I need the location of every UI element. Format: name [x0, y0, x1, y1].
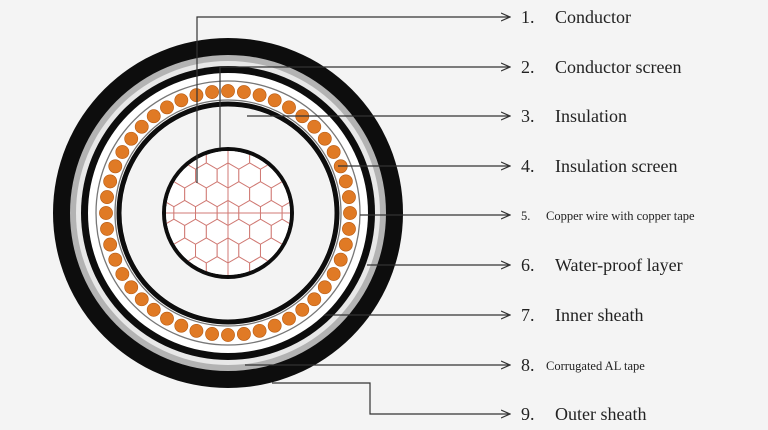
copper-wire	[99, 206, 113, 220]
leader-line-1	[196, 17, 510, 183]
copper-wire	[267, 93, 282, 108]
copper-wire	[160, 311, 174, 326]
copper-wire	[252, 323, 267, 338]
label-number-5: 5.	[521, 209, 530, 223]
label-number-6: 6.	[521, 255, 535, 275]
copper-wire	[343, 206, 357, 220]
copper-wire	[205, 327, 219, 341]
insulation-screen-ring	[116, 101, 340, 325]
copper-wire	[100, 190, 114, 204]
copper-wire	[326, 267, 341, 281]
conductor-strand	[205, 256, 229, 275]
copper-wire	[338, 237, 353, 252]
copper-wire	[221, 84, 235, 98]
leader-lines	[196, 17, 510, 414]
label-corrugated-al-tape: Corrugated AL tape	[546, 359, 645, 373]
conductor-strand	[227, 256, 251, 275]
cable-cross-section	[53, 38, 403, 388]
copper-wire	[103, 174, 118, 189]
copper-tape-outer-line	[95, 80, 361, 346]
copper-wire	[146, 302, 161, 317]
copper-wire	[134, 292, 149, 307]
copper-wire	[333, 252, 348, 267]
copper-wire	[326, 145, 341, 159]
copper-wire-layer	[99, 84, 357, 342]
copper-wire	[307, 292, 322, 307]
copper-wire	[237, 85, 251, 99]
copper-wire	[174, 93, 189, 108]
label-outer-sheath: Outer sheath	[555, 404, 646, 424]
label-number-7: 7.	[521, 305, 535, 325]
copper-wire	[338, 174, 353, 189]
copper-wire	[282, 100, 296, 115]
copper-wire	[108, 252, 123, 267]
copper-wire	[317, 280, 332, 295]
label-number-2: 2.	[521, 57, 535, 77]
leader-line-9	[272, 382, 510, 414]
copper-wire	[134, 119, 149, 134]
copper-wire	[237, 327, 251, 341]
copper-wire	[115, 267, 130, 281]
label-conductor-screen: Conductor screen	[555, 57, 681, 77]
label-inner-sheath: Inner sheath	[555, 305, 643, 325]
copper-wire	[124, 280, 139, 295]
copper-wire	[160, 100, 174, 115]
copper-wire	[282, 311, 296, 326]
copper-wire	[189, 323, 204, 338]
label-insulation-screen: Insulation screen	[555, 156, 677, 176]
copper-wire	[174, 318, 189, 333]
label-conductor: Conductor	[555, 7, 631, 27]
copper-wire	[317, 131, 332, 146]
label-number-9: 9.	[521, 404, 535, 424]
copper-tape-inner-line	[114, 99, 342, 327]
leader-line-2	[219, 67, 510, 148]
copper-wire	[100, 222, 114, 236]
label-number-4: 4.	[521, 156, 535, 176]
copper-wire	[267, 318, 282, 333]
copper-wire	[221, 328, 235, 342]
label-number-1: 1.	[521, 7, 535, 27]
label-copper-wire-with-copper-tape: Copper wire with copper tape	[546, 209, 695, 223]
copper-wire	[103, 237, 118, 252]
copper-wire	[252, 88, 267, 103]
label-water-proof-layer: Water-proof layer	[555, 255, 683, 275]
copper-wire	[124, 131, 139, 146]
label-number-8: 8.	[521, 355, 535, 375]
copper-wire	[342, 190, 356, 204]
copper-wire	[205, 85, 219, 99]
copper-wire	[307, 119, 322, 134]
copper-wire	[342, 222, 356, 236]
copper-wire	[146, 109, 161, 124]
label-insulation: Insulation	[555, 106, 627, 126]
copper-wire	[295, 302, 310, 317]
label-number-3: 3.	[521, 106, 535, 126]
copper-wire	[108, 159, 123, 174]
copper-wire	[115, 145, 130, 159]
labels: 1. Conductor 2. Conductor screen 3. Insu…	[521, 7, 695, 424]
